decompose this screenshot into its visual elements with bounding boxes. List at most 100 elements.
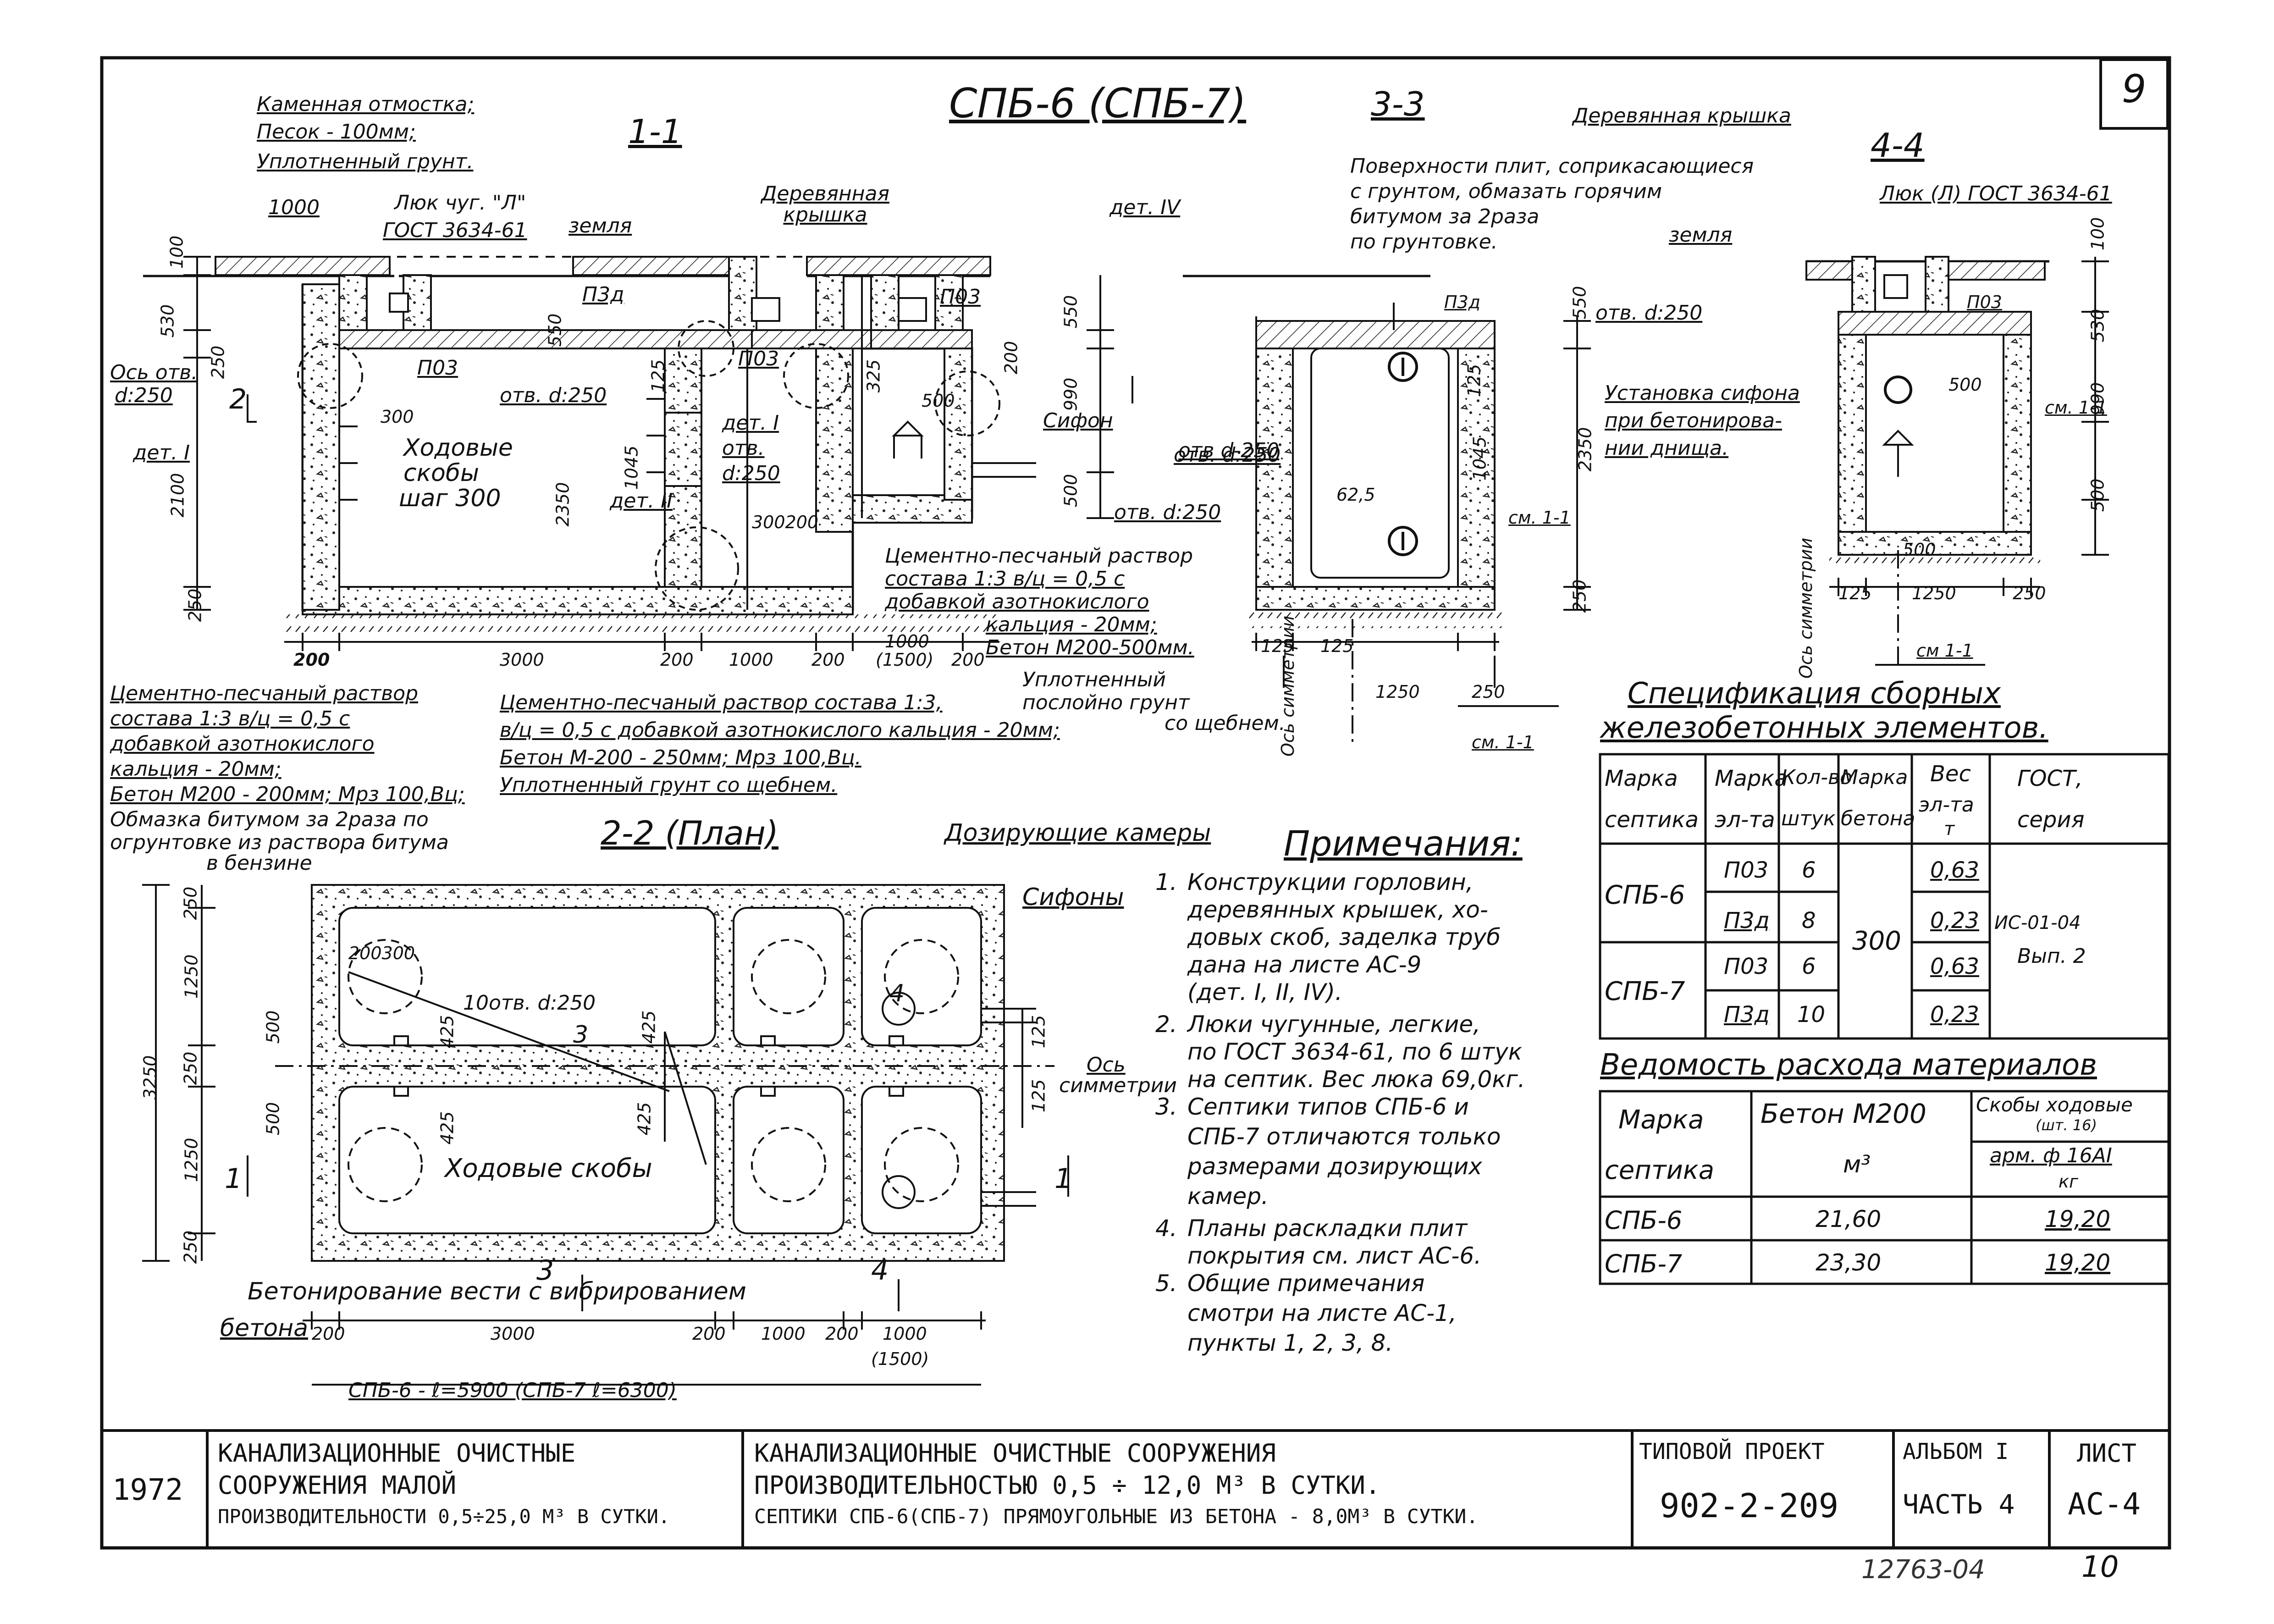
tb-year: 1972 <box>112 1473 183 1507</box>
note-4-l2: покрытия см. лист АС-6. <box>1187 1243 1482 1269</box>
plan-axis-2: симметрии <box>1059 1074 1177 1097</box>
dim-2350: 2350 <box>552 482 573 527</box>
spec-h-qty-1: Кол-во <box>1781 766 1853 789</box>
dim-44-500b: 500 <box>2087 478 2108 512</box>
coating-note-4: по грунтовке. <box>1350 230 1498 254</box>
dim-550-b: 550 <box>1060 295 1081 329</box>
siphon-label: Сифон <box>1043 409 1113 432</box>
hole-33: отв d-250 <box>1178 439 1280 462</box>
steps-label-2: скобы <box>403 459 479 487</box>
mat-h-mark: Марка <box>1618 1105 1704 1135</box>
tb-sheet-value: АС-4 <box>2068 1486 2141 1522</box>
note-1-l4: дана на листе АС-9 <box>1187 951 1422 978</box>
coating-note-1: Поверхности плит, соприкасающиеся <box>1350 155 1754 178</box>
note-1-l2: деревянных крышек, хо- <box>1187 896 1488 923</box>
dim-250-a: 250 <box>208 345 228 379</box>
dim-33-550: 550 <box>1569 286 1590 320</box>
section-1-1-geometry <box>143 256 1133 651</box>
note-2-l3: на септик. Вес люка 69,0кг. <box>1187 1066 1525 1093</box>
plan-b-1000b: 1000 <box>883 1324 927 1344</box>
spec-r1-w2: 0,23 <box>1930 908 1979 934</box>
plan-dim-200300: 200300 <box>348 943 415 963</box>
p3d-label: П3д <box>582 283 624 306</box>
plan-dim-250b: 250 <box>180 1051 201 1085</box>
section-marker-2-left: 2 <box>229 383 247 415</box>
dim-44-b500: 500 <box>1903 540 1936 560</box>
plan-holes: 10отв. d:250 <box>463 991 596 1015</box>
dim-33-125c: 125 <box>1320 636 1354 656</box>
mat-h-unit: м³ <box>1843 1151 1871 1178</box>
note-3-l2: СПБ-7 отличаются только <box>1187 1123 1501 1150</box>
spec-h-qty-2: штук <box>1781 807 1836 830</box>
plan-b-200b: 200 <box>692 1324 726 1344</box>
dim-44-100: 100 <box>2087 217 2108 251</box>
sm-33-2: см. 1-1 <box>1472 732 1534 752</box>
dim-250-b: 250 <box>185 588 205 622</box>
dim-530: 530 <box>157 304 178 338</box>
spec-r1-n1: 6 <box>1802 857 1816 883</box>
spec-concrete: 300 <box>1852 926 1901 956</box>
spec-gost-1: ИС-01-04 <box>1994 912 2081 934</box>
hole-250-label: отв. d:250 <box>500 384 607 407</box>
section-title-3-3: 3-3 <box>1371 85 1425 123</box>
axis-hole-label: Ось отв. <box>110 361 198 384</box>
sm-44: см. 1-1 <box>2045 398 2107 418</box>
dim-44-b1250: 1250 <box>1912 583 1956 603</box>
spec-r2-el1: П03 <box>1724 954 1769 979</box>
mortar-l-2: состава 1:3 в/ц = 0,5 с <box>110 707 350 730</box>
note-2-l2: по ГОСТ 3634-61, по 6 штук <box>1187 1038 1522 1065</box>
dim-33-250b: 250 <box>1472 682 1505 702</box>
mat-r1-concrete: 21,60 <box>1816 1206 1882 1232</box>
spec-h-gost-1: ГОСТ, <box>2017 766 2083 791</box>
spec-r2-w1: 0,63 <box>1930 954 1979 979</box>
tb-sheet-label: ЛИСТ <box>2077 1439 2137 1468</box>
note-2-l1: Люки чугунные, легкие, <box>1187 1011 1481 1038</box>
hole-44: отв. d:250 <box>1595 301 1703 325</box>
hatch-label: Люк чуг. "Л" <box>394 191 526 215</box>
spec-title-1: Спецификация сборных <box>1628 677 2001 711</box>
spec-r2-el2: П3д <box>1724 1002 1770 1027</box>
p03-label-a: П03 <box>417 356 458 380</box>
note-1-l1: Конструкции горловин, <box>1187 869 1474 895</box>
sm-44-2: см 1-1 <box>1916 641 1973 661</box>
spec-title-2: железобетонных элементов. <box>1600 711 2048 745</box>
spec-h-septic-1: Марка <box>1605 766 1678 791</box>
dim-1000-top: 1000 <box>268 196 320 219</box>
title-block-geometry <box>100 1429 2171 1549</box>
plan-b-1500: (1500) <box>871 1349 929 1369</box>
note-2-num: 2. <box>1155 1011 1177 1038</box>
plan-axis-1: Ось <box>1087 1053 1126 1077</box>
layer-2: Песок - 100мм; <box>257 120 416 144</box>
note-3-l3: размерами дозирующих <box>1187 1153 1482 1180</box>
plan-concreting-2: бетона <box>220 1315 309 1342</box>
dim-33-1250: 1250 <box>1375 682 1420 702</box>
dim-33-625: 62,5 <box>1336 485 1375 505</box>
dim-44-b250: 250 <box>2013 583 2046 603</box>
mortar-l-6: Обмазка битумом за 2раза по <box>110 808 429 831</box>
spec-gost-2: Вып. 2 <box>2017 945 2086 968</box>
dim-44-990: 990 <box>2087 382 2108 416</box>
tb-left-1: КАНАЛИЗАЦИОННЫЕ ОЧИСТНЫЕ <box>218 1439 576 1468</box>
tb-left-2: СООРУЖЕНИЯ МАЛОЙ <box>218 1471 457 1500</box>
hole-250-r2: отв. d:250 <box>1114 501 1221 524</box>
dim-33-250: 250 <box>1569 579 1590 613</box>
mortar-l-8: в бензине <box>206 851 312 875</box>
note-3-num: 3. <box>1155 1094 1177 1120</box>
section-title-4-4: 4-4 <box>1871 126 1925 165</box>
section-4-4-geometry <box>1805 256 2109 669</box>
hole-label-b: отв. <box>722 436 765 460</box>
plan-sec-1b: 1 <box>1054 1163 1072 1195</box>
plan-dim-425d: 425 <box>634 1102 655 1136</box>
tb-left-3: ПРОИЗВОДИТЕЛЬНОСТИ 0,5÷25,0 М³ В СУТКИ. <box>218 1505 670 1528</box>
footer-page: 10 <box>2081 1550 2119 1584</box>
mortar-c-1: Цементно-песчаный раствор состава 1:3, <box>500 691 943 714</box>
notes-title: Примечания: <box>1284 823 1523 864</box>
plan-overall-length: СПБ-6 - ℓ=5900 (СПБ-7 ℓ=6300) <box>348 1379 677 1402</box>
compacted-r-2: послойно грунт <box>1022 691 1190 714</box>
spec-h-w-2: эл-та <box>1919 793 1974 817</box>
spec-r1-el1: П03 <box>1724 857 1769 883</box>
mortar-l-4: кальция - 20мм; <box>110 757 281 781</box>
sheet-number: 9 <box>2122 66 2147 111</box>
plan-sec-4b: 4 <box>871 1254 889 1287</box>
